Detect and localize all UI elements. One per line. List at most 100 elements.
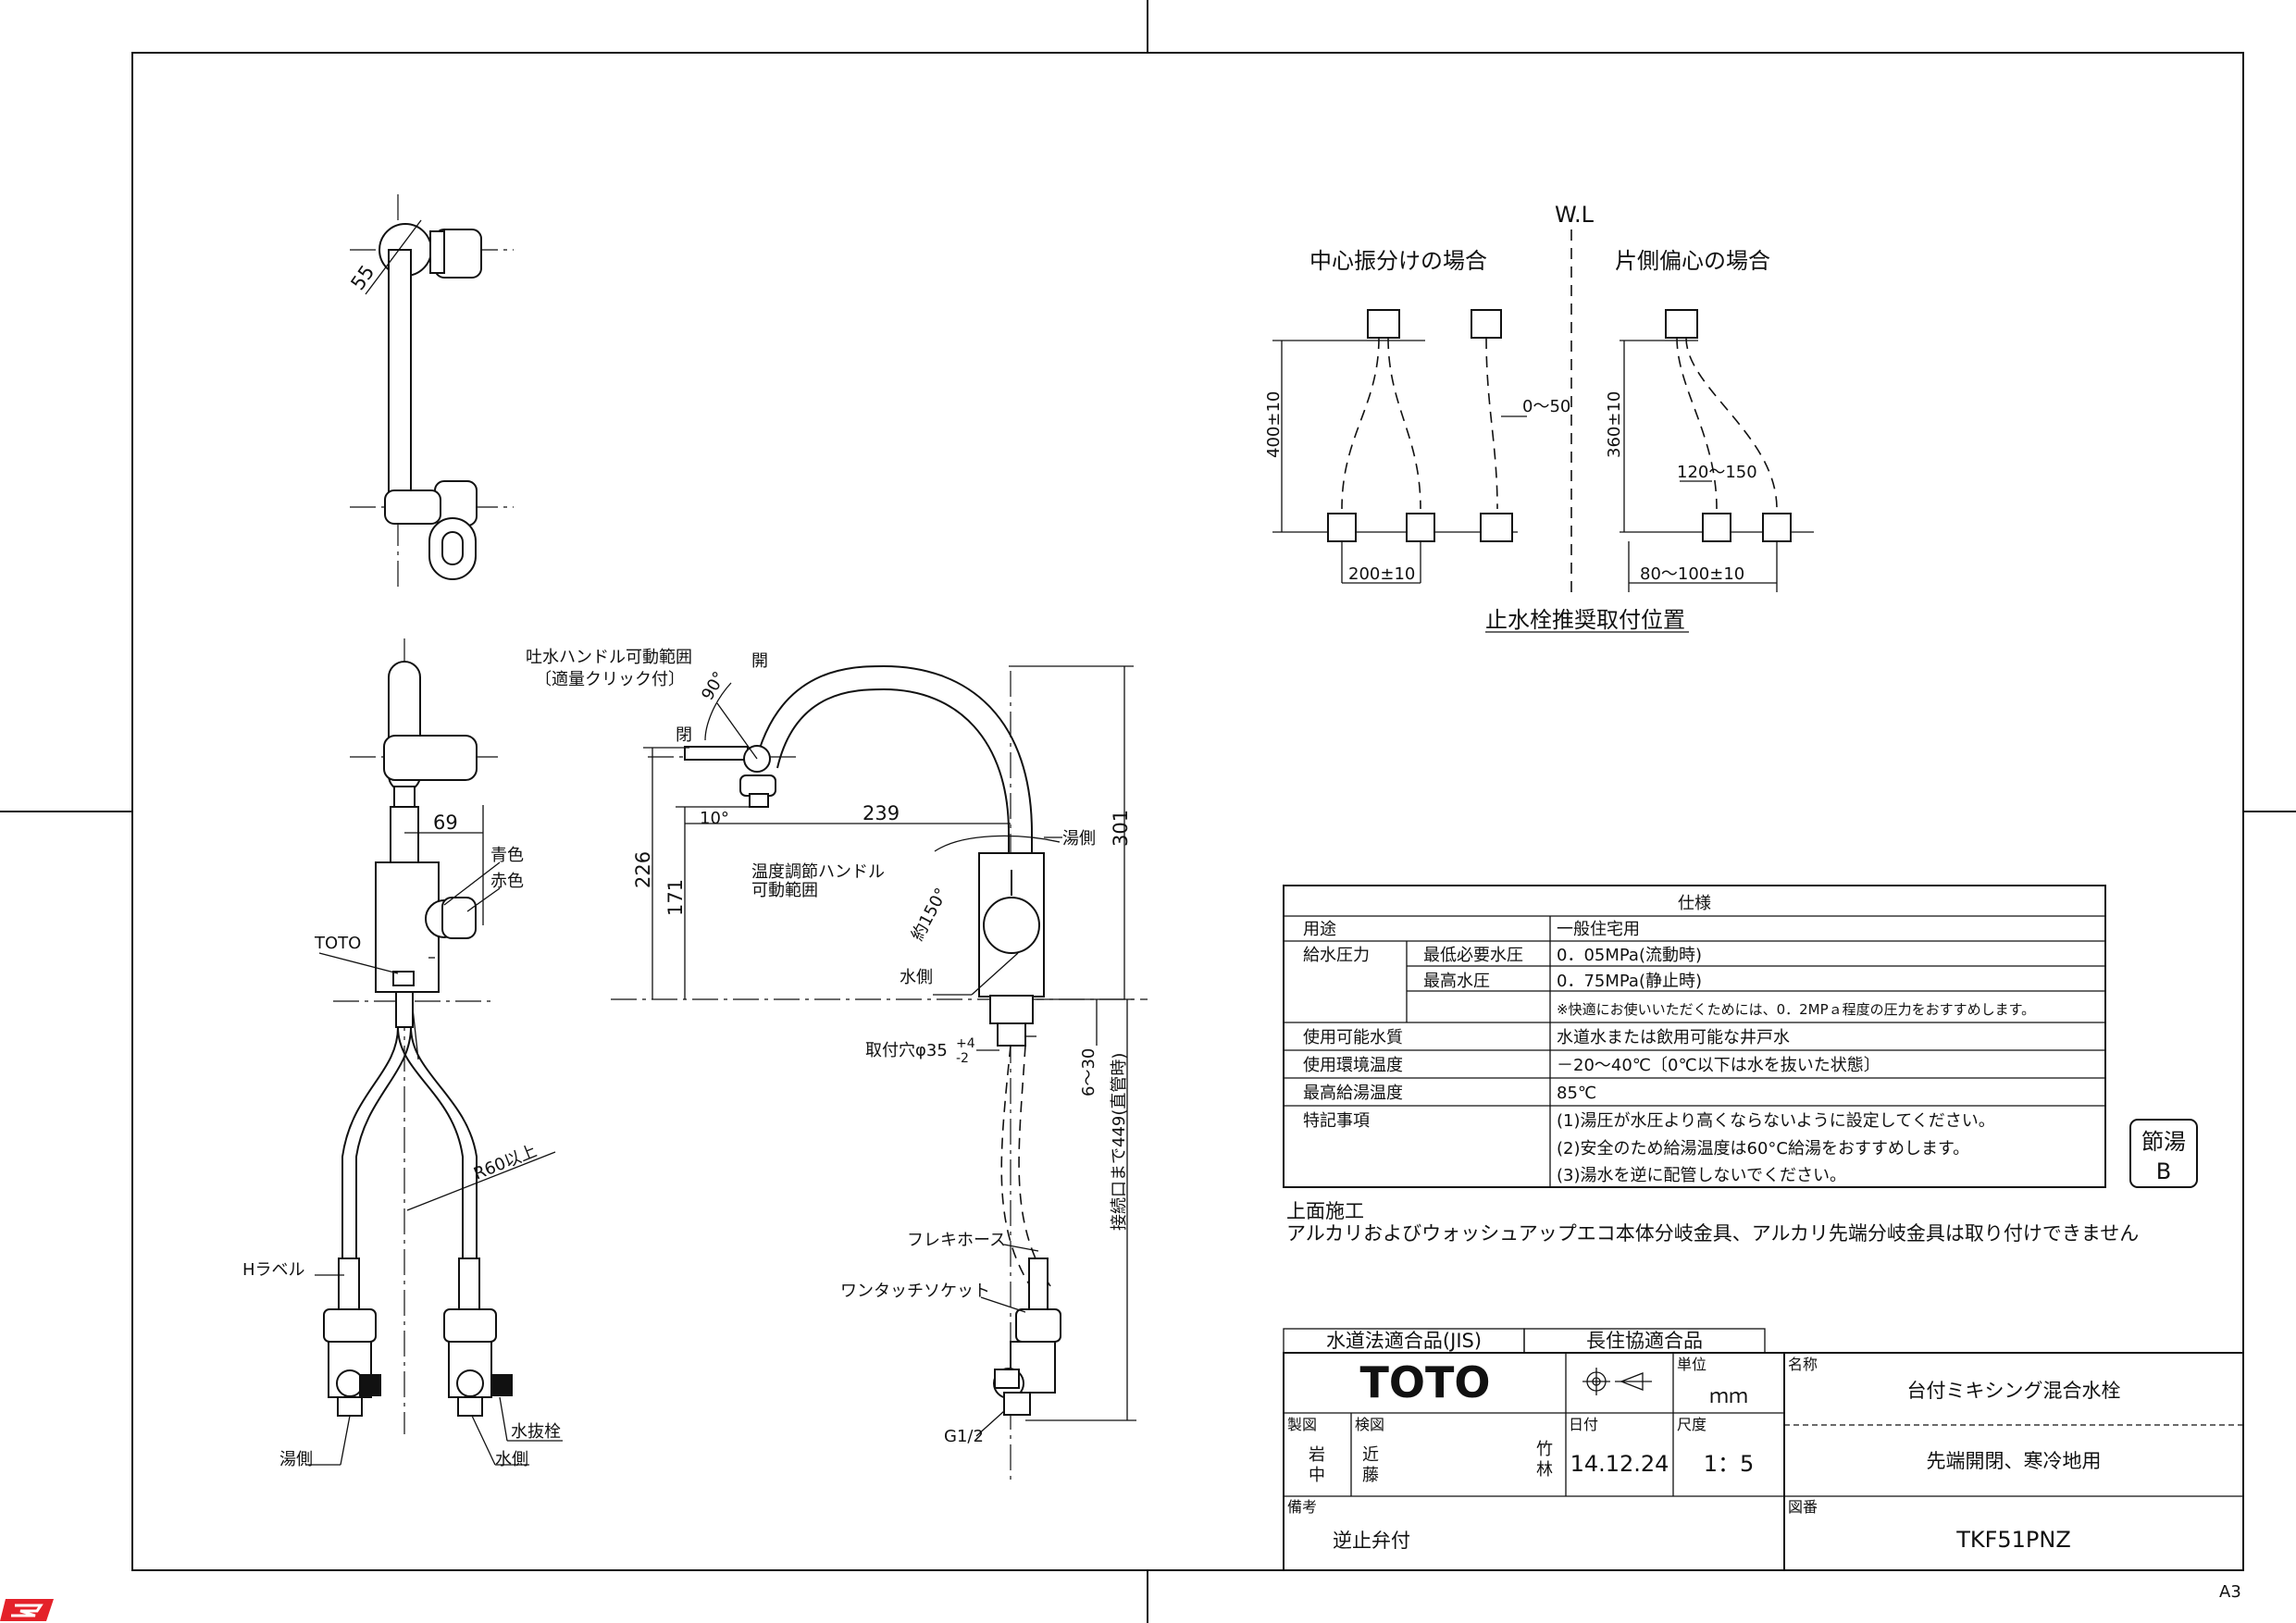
tb-unit-label: 単位 bbox=[1677, 1356, 1706, 1373]
spec-label-env: 使用環境温度 bbox=[1303, 1056, 1403, 1075]
angle-10: 10° bbox=[700, 809, 729, 828]
label-red: 赤色 bbox=[490, 872, 524, 891]
spec-value-note3: (3)湯水を逆に配管しないでください。 bbox=[1557, 1166, 1846, 1185]
top-view: 55 bbox=[346, 194, 514, 592]
tb-checked2: 藤 bbox=[1362, 1466, 1379, 1485]
label-temp-range-2: 可動範囲 bbox=[751, 881, 818, 900]
dim-301: 301 bbox=[1110, 810, 1132, 847]
label-hot-side-side: 湯側 bbox=[1062, 829, 1096, 849]
spec-title: 仕様 bbox=[1678, 894, 1711, 913]
title-block: 水道法適合品(JIS) 長住協適合品 TOTO 単位 ｍｍ 名称 台付ミキシング… bbox=[1283, 1328, 2244, 1571]
badge-line1: 節湯 bbox=[2141, 1129, 2186, 1155]
label-blue: 青色 bbox=[490, 846, 524, 865]
dim-226: 226 bbox=[632, 851, 654, 888]
dim-449: 接続口まで449(直管時) bbox=[1110, 1053, 1129, 1231]
tb-checked3: 竹 bbox=[1536, 1440, 1553, 1459]
dim-6-30: 6～30 bbox=[1079, 1048, 1098, 1096]
note-line1: 上面施工 bbox=[1286, 1200, 1364, 1222]
label-temp-range: 温度調節ハンドル bbox=[751, 862, 885, 882]
spec-value-note: ※快適にお使いいただくためには、0．2MPａ程度の圧力をおすすめします。 bbox=[1557, 1001, 2035, 1018]
dim-239: 239 bbox=[863, 802, 900, 824]
spec-label-notes: 特記事項 bbox=[1303, 1111, 1370, 1131]
tb-scale: 1：5 bbox=[1704, 1451, 1755, 1477]
dim-400: 400±10 bbox=[1264, 391, 1284, 458]
spec-value-max: 0．75MPa(静止時) bbox=[1557, 972, 1702, 991]
tb-date: 14.12.24 bbox=[1570, 1451, 1669, 1477]
tb-dwg-label: 図番 bbox=[1788, 1498, 1818, 1516]
title-center-split: 中心振分けの場合 bbox=[1309, 248, 1487, 274]
label-hot-side-front: 湯側 bbox=[279, 1450, 313, 1469]
label-water-side-side: 水側 bbox=[900, 968, 933, 987]
spec-value-water: 水道水または飲用可能な井戸水 bbox=[1557, 1028, 1790, 1047]
label-close: 閉 bbox=[676, 725, 692, 745]
tb-name1: 台付ミキシング混合水栓 bbox=[1907, 1380, 2121, 1402]
label-spout-range: 吐水ハンドル可動範囲 bbox=[526, 648, 692, 667]
spec-label-use: 用途 bbox=[1303, 920, 1336, 939]
spec-value-min: 0．05MPa(流動時) bbox=[1557, 946, 1702, 965]
tb-drawn1: 岩 bbox=[1309, 1445, 1325, 1465]
label-one-touch: ワンタッチソケット bbox=[840, 1282, 990, 1301]
caption-valve-position: 止水栓推奨取付位置 bbox=[1485, 607, 1685, 633]
dim-120-150: 120～150 bbox=[1677, 463, 1757, 482]
tb-jis: 水道法適合品(JIS) bbox=[1326, 1330, 1482, 1352]
tb-date-label: 日付 bbox=[1569, 1416, 1598, 1433]
title-offset: 片側偏心の場合 bbox=[1615, 248, 1770, 274]
spec-value-note1: (1)湯圧が水圧より高くならないように設定してください。 bbox=[1557, 1111, 1995, 1131]
tb-drawn-label: 製図 bbox=[1287, 1416, 1317, 1433]
spec-value-env: －20～40℃〔0℃以下は水を抜いた状態〕 bbox=[1557, 1056, 1880, 1075]
sheet-size: A3 bbox=[2219, 1582, 2241, 1602]
tb-scale-label: 尺度 bbox=[1677, 1416, 1706, 1433]
label-drain-valve: 水抜栓 bbox=[511, 1422, 561, 1442]
tb-checked-label: 検図 bbox=[1355, 1416, 1384, 1433]
tb-name2: 先端開閉、寒冷地用 bbox=[1927, 1450, 2102, 1472]
spec-label-pressure: 給水圧力 bbox=[1303, 946, 1370, 965]
dim-69: 69 bbox=[433, 812, 458, 834]
tb-remarks-label: 備考 bbox=[1287, 1498, 1317, 1516]
dim-171: 171 bbox=[664, 879, 687, 916]
badge-line2: B bbox=[2156, 1158, 2171, 1184]
label-g12: G1/2 bbox=[944, 1427, 984, 1446]
label-toto-mark: TOTO bbox=[314, 934, 361, 953]
side-view: 吐水ハンドル可動範囲 〔適量クリック付〕 90° 開 閉 10° 239 301… bbox=[526, 648, 1148, 1481]
label-mount-hole: 取付穴φ35 bbox=[865, 1041, 948, 1060]
label-spout-click: 〔適量クリック付〕 bbox=[535, 670, 685, 689]
dim-200: 200±10 bbox=[1348, 564, 1415, 584]
front-view: 69 青色 赤色 TOTO R60以上 Hラベル 湯側 水側 水抜栓 bbox=[242, 638, 563, 1469]
spec-value-hot: 85℃ bbox=[1557, 1084, 1596, 1103]
tb-unit: ｍｍ bbox=[1709, 1385, 1748, 1407]
tb-dwg-no: TKF51PNZ bbox=[1955, 1527, 2071, 1553]
label-water-side-front: 水側 bbox=[495, 1450, 528, 1469]
tb-checked1: 近 bbox=[1362, 1445, 1379, 1465]
dim-55: 55 bbox=[346, 261, 379, 294]
label-flex-hose: フレキホース bbox=[907, 1231, 1006, 1250]
dim-0-50: 0～50 bbox=[1522, 397, 1570, 416]
dim-r60: R60以上 bbox=[471, 1141, 540, 1183]
spec-sub-max: 最高水圧 bbox=[1423, 972, 1490, 991]
setsuyu-badge: 節湯 B bbox=[2129, 1119, 2198, 1188]
angle-150: 約150° bbox=[908, 885, 951, 944]
label-wl: W.L bbox=[1555, 202, 1595, 228]
dim-360: 360±10 bbox=[1605, 391, 1624, 458]
third-angle-projection-icon bbox=[1582, 1368, 1652, 1395]
label-open: 開 bbox=[751, 651, 768, 671]
valve-position-diagram: W.L 中心振分けの場合 片側偏心の場合 400±10 0～50 360±10 … bbox=[1264, 202, 1814, 633]
spec-table: 仕様 用途 一般住宅用 給水圧力 最低必要水圧 0．05MPa(流動時) 最高水… bbox=[1283, 885, 2106, 1188]
note-line2: アルカリおよびウォッシュアップエコ本体分岐金具、アルカリ先端分岐金具は取り付けで… bbox=[1286, 1222, 2139, 1245]
spec-value-use: 一般住宅用 bbox=[1557, 920, 1640, 939]
tol-plus: +4 bbox=[956, 1036, 975, 1051]
angle-90: 90° bbox=[698, 668, 729, 703]
spec-sub-min: 最低必要水圧 bbox=[1423, 946, 1523, 965]
dim-80-100: 80～100±10 bbox=[1640, 564, 1744, 584]
tb-name-label: 名称 bbox=[1788, 1356, 1818, 1373]
spec-value-note2: (2)安全のため給湯温度は60°C給湯をおすすめします。 bbox=[1557, 1139, 1969, 1158]
spec-label-water: 使用可能水質 bbox=[1303, 1028, 1403, 1047]
tb-drawn2: 中 bbox=[1309, 1466, 1325, 1485]
tb-remarks: 逆止弁付 bbox=[1333, 1530, 1410, 1552]
tol-minus: -2 bbox=[956, 1051, 969, 1066]
tb-choju: 長住協適合品 bbox=[1586, 1330, 1703, 1352]
red-brand-logo-icon bbox=[0, 1599, 54, 1621]
tb-checked4: 林 bbox=[1536, 1460, 1553, 1480]
spec-label-hot: 最高給湯温度 bbox=[1303, 1084, 1403, 1103]
label-h: Hラベル bbox=[242, 1260, 305, 1280]
